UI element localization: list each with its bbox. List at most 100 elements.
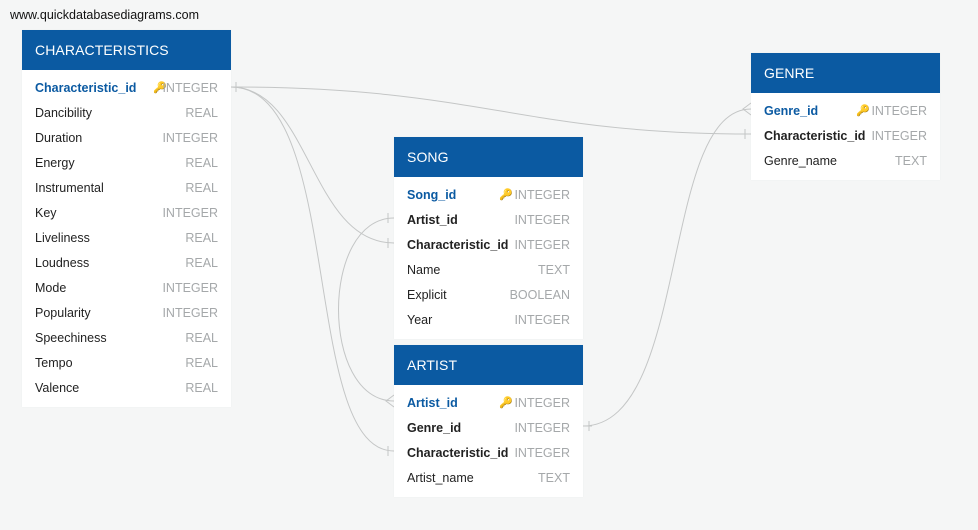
- column-row[interactable]: Liveliness REAL: [22, 226, 231, 251]
- column-type: INTEGER: [514, 313, 570, 327]
- column-name: Valence: [35, 381, 80, 395]
- column-row[interactable]: Genre_id INTEGER: [394, 416, 583, 441]
- column-type: INTEGER: [162, 281, 218, 295]
- table-song-title[interactable]: SONG: [394, 137, 583, 177]
- link-characteristics-genre[interactable]: [230, 86, 752, 135]
- link-artist-genre[interactable]: [582, 108, 752, 427]
- key-icon: 🔑: [499, 189, 513, 201]
- column-name: Song_id: [407, 188, 457, 202]
- column-type: TEXT: [895, 154, 927, 168]
- column-type: INTEGER: [162, 206, 218, 220]
- column-name: Popularity: [35, 306, 91, 320]
- column-type: REAL: [185, 331, 218, 345]
- column-name: Loudness: [35, 256, 90, 270]
- column-name: Speechiness: [35, 331, 107, 345]
- column-row[interactable]: Instrumental REAL: [22, 176, 231, 201]
- table-genre-columns: Genre_id 🔑INTEGER Characteristic_id INTEGER…: [751, 93, 940, 180]
- column-type: INTEGER: [514, 446, 570, 460]
- column-name: Dancibility: [35, 106, 92, 120]
- column-name: Artist_name: [407, 471, 474, 485]
- column-type: INTEGER: [514, 213, 570, 227]
- key-icon: 🔑: [499, 397, 513, 409]
- table-genre-title[interactable]: GENRE: [751, 53, 940, 93]
- column-name: Liveliness: [35, 231, 90, 245]
- column-name: Characteristic_id: [35, 81, 137, 95]
- column-row[interactable]: Artist_id INTEGER: [394, 208, 583, 233]
- column-type: INTEGER: [871, 129, 927, 143]
- column-row[interactable]: Duration INTEGER: [22, 126, 231, 151]
- key-icon: 🔑: [153, 82, 167, 94]
- cardinality-marks: [231, 82, 752, 456]
- table-artist-title[interactable]: ARTIST: [394, 345, 583, 385]
- column-name: Artist_id: [407, 213, 458, 227]
- column-type: REAL: [185, 256, 218, 270]
- column-type: INTEGER: [162, 131, 218, 145]
- column-type: INTEGER: [162, 81, 218, 95]
- column-name: Key: [35, 206, 57, 220]
- column-row[interactable]: Genre_name TEXT: [751, 149, 940, 174]
- column-row[interactable]: Characteristic_id INTEGER: [394, 441, 583, 466]
- column-row[interactable]: Key INTEGER: [22, 201, 231, 226]
- column-type: INTEGER: [514, 421, 570, 435]
- column-name: Mode: [35, 281, 67, 295]
- column-row[interactable]: Characteristic_id 🔑INTEGER: [22, 76, 231, 101]
- link-characteristics-song[interactable]: [230, 86, 395, 244]
- column-type: INTEGER: [871, 104, 927, 118]
- column-name: Genre_name: [764, 154, 837, 168]
- column-name: Characteristic_id: [764, 129, 866, 143]
- column-name: Explicit: [407, 288, 447, 302]
- table-characteristics[interactable]: CHARACTERISTICS Characteristic_id🔑INTEGE…: [22, 30, 231, 407]
- table-characteristics-title[interactable]: CHARACTERISTICS: [22, 30, 231, 70]
- column-name: Instrumental: [35, 181, 104, 195]
- column-name: Tempo: [35, 356, 73, 370]
- column-name: Duration: [35, 131, 83, 145]
- column-type: TEXT: [538, 263, 570, 277]
- column-row[interactable]: Artist_name TEXT: [394, 466, 583, 491]
- column-name: Characteristic_id: [407, 238, 509, 252]
- column-row[interactable]: Loudness REAL: [22, 251, 231, 276]
- column-row[interactable]: Characteristic_id INTEGER: [751, 124, 940, 149]
- column-type: REAL: [185, 181, 218, 195]
- column-row[interactable]: Explicit BOOLEAN: [394, 283, 583, 308]
- column-type: INTEGER: [514, 188, 570, 202]
- column-type: INTEGER: [162, 306, 218, 320]
- column-type: TEXT: [538, 471, 570, 485]
- column-row[interactable]: Mode INTEGER: [22, 276, 231, 301]
- link-artist-song[interactable]: [338, 217, 395, 402]
- column-row[interactable]: Characteristic_id INTEGER: [394, 233, 583, 258]
- column-type: BOOLEAN: [509, 288, 570, 302]
- column-type: INTEGER: [514, 238, 570, 252]
- column-type: REAL: [185, 381, 218, 395]
- column-name: Artist_id: [407, 396, 458, 410]
- column-type: INTEGER: [514, 396, 570, 410]
- column-type: REAL: [185, 156, 218, 170]
- column-name: Genre_id: [764, 104, 819, 118]
- column-row[interactable]: Song_id 🔑INTEGER: [394, 183, 583, 208]
- column-row[interactable]: Name TEXT: [394, 258, 583, 283]
- column-name: Characteristic_id: [407, 446, 509, 460]
- site-watermark[interactable]: www.quickdatabasediagrams.com: [10, 8, 199, 22]
- column-row[interactable]: Genre_id 🔑INTEGER: [751, 99, 940, 124]
- column-type: REAL: [185, 231, 218, 245]
- column-type: REAL: [185, 106, 218, 120]
- column-name: Name: [407, 263, 441, 277]
- column-name: Genre_id: [407, 421, 462, 435]
- column-row[interactable]: Artist_id 🔑INTEGER: [394, 391, 583, 416]
- column-row[interactable]: Popularity INTEGER: [22, 301, 231, 326]
- table-genre[interactable]: GENRE Genre_id 🔑INTEGER Characteristic_id I…: [751, 53, 940, 180]
- key-icon: 🔑: [856, 105, 870, 117]
- column-row[interactable]: Year INTEGER: [394, 308, 583, 333]
- link-characteristics-artist[interactable]: [230, 86, 395, 452]
- column-name: Year: [407, 313, 433, 327]
- column-row[interactable]: Valence REAL: [22, 376, 231, 401]
- column-row[interactable]: Dancibility REAL: [22, 101, 231, 126]
- column-row[interactable]: Speechiness REAL: [22, 326, 231, 351]
